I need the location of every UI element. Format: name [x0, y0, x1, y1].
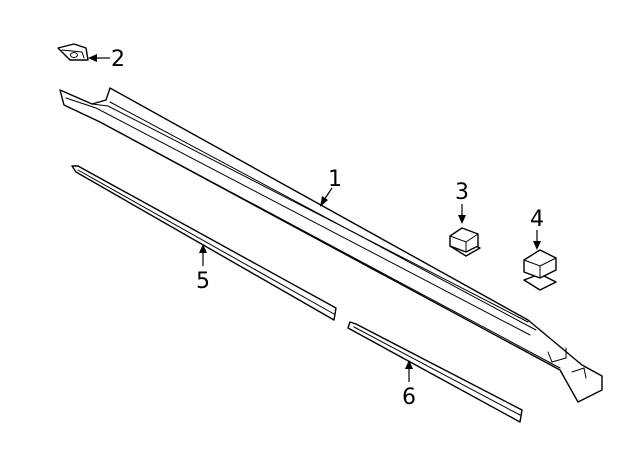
callout-4: 4	[530, 207, 544, 232]
molding-strip-6	[347, 321, 523, 423]
callout-2: 2	[111, 47, 125, 72]
clip-part	[57, 43, 89, 61]
molding-strip-5	[71, 165, 337, 321]
callout-3: 3	[455, 180, 469, 205]
leader-lines	[88, 54, 541, 382]
callout-6: 6	[402, 385, 416, 410]
pad-part-3	[449, 227, 481, 257]
rocker-panel	[59, 87, 603, 403]
callout-5: 5	[196, 269, 210, 294]
callout-1: 1	[328, 167, 342, 192]
pad-part-4	[523, 249, 557, 291]
